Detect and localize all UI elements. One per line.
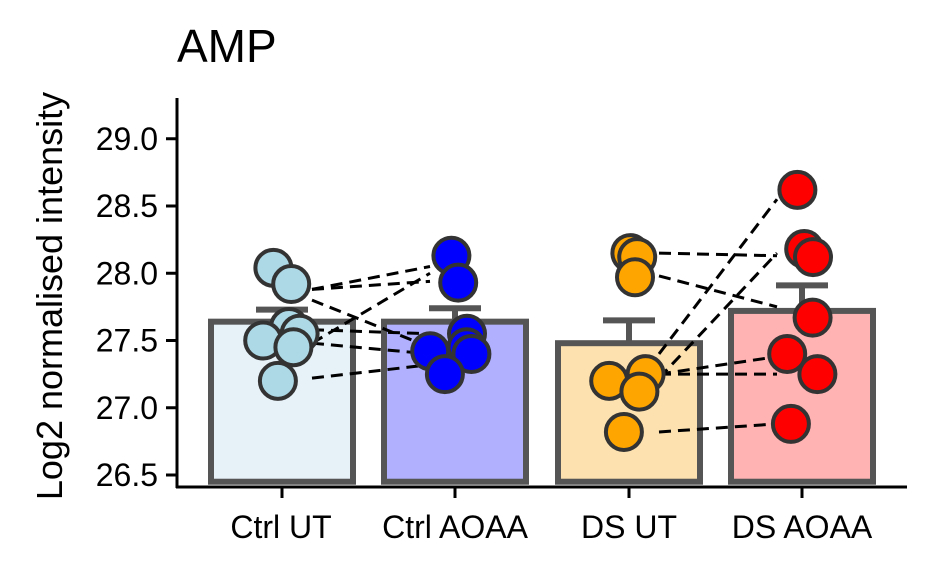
data-point-1-2 (271, 264, 312, 305)
data-point-2-6 (451, 333, 492, 374)
data-point-2-2 (438, 262, 479, 303)
paired-line-1-2 (311, 298, 431, 349)
x-tick-label-3: DS UT (581, 509, 677, 545)
data-point-1-7 (257, 360, 298, 401)
x-tick-label-2: Ctrl AOAA (382, 509, 528, 545)
y-tick-label-3: 27.5 (96, 323, 158, 359)
data-point-4-7 (770, 403, 811, 444)
data-point-4-4 (792, 297, 833, 338)
data-point-4-5 (767, 333, 808, 374)
y-axis-title: Log2 normalised intensity (29, 92, 70, 500)
y-tick-label-2: 27.0 (96, 390, 158, 426)
y-tick-label-6: 29.0 (96, 121, 158, 157)
data-point-4-6 (797, 354, 838, 395)
bar-4 (728, 307, 876, 485)
paired-line-2-2 (658, 274, 778, 309)
x-tick-label-1: Ctrl UT (230, 509, 331, 545)
paired-line-1-6 (311, 363, 431, 380)
y-tick-label-4: 28.0 (96, 255, 158, 291)
paired-lines-layer (311, 198, 779, 434)
paired-line-2-3 (657, 252, 779, 380)
axes-layer (175, 98, 907, 489)
y-tick-label-5: 28.5 (96, 188, 158, 224)
paired-line-1-5 (311, 271, 431, 345)
paired-line-2-1 (658, 251, 778, 258)
chart-title: AMP (177, 20, 277, 72)
data-point-3-7 (603, 411, 644, 452)
data-point-3-3 (615, 257, 655, 298)
paired-line-1-7 (311, 279, 431, 291)
points-layer (243, 169, 838, 452)
data-point-2-7 (424, 354, 465, 395)
data-point-4-3 (793, 237, 833, 278)
paired-line-1-1 (311, 265, 431, 291)
paired-line-2-4 (658, 355, 778, 376)
data-point-4-1 (777, 169, 818, 210)
paired-line-2-7 (657, 198, 779, 355)
data-point-1-6 (273, 327, 314, 368)
data-point-3-6 (619, 371, 660, 412)
y-tick-label-1: 26.5 (96, 457, 158, 493)
x-tick-label-4: DS AOAA (732, 509, 873, 545)
x-ticks: Ctrl UT Ctrl AOAA DS UT DS AOAA (230, 488, 873, 545)
paired-line-2-6 (658, 422, 778, 434)
y-ticks: 26.5 27.0 27.5 28.0 28.5 29.0 (96, 121, 177, 493)
